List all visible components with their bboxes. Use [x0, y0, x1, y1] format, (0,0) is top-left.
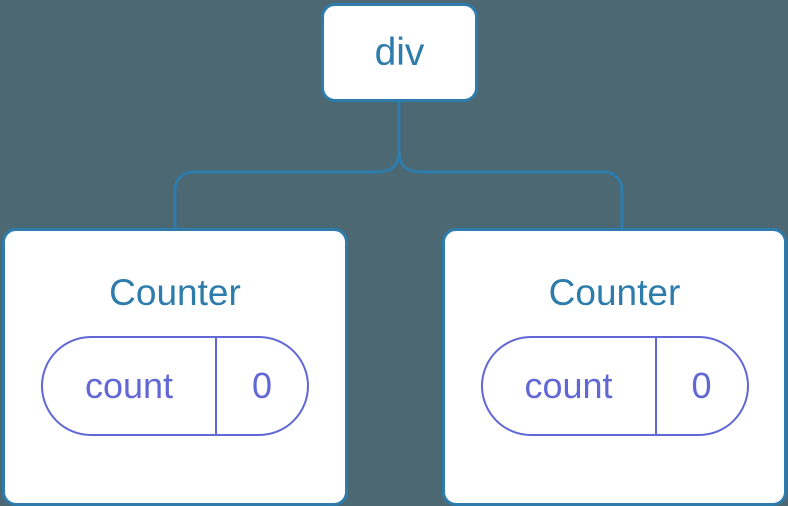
- diagram-canvas: div Counter count 0 Counter count 0: [2, 3, 787, 506]
- node-counter-left-label: Counter: [109, 272, 241, 313]
- node-counter-right[interactable]: Counter count 0: [442, 228, 787, 506]
- state-key-right: count: [483, 338, 657, 434]
- state-pill-right[interactable]: count 0: [480, 336, 749, 436]
- state-value-right: 0: [691, 365, 712, 406]
- node-counter-left[interactable]: Counter count 0: [2, 228, 348, 506]
- state-key-left: count: [43, 338, 217, 434]
- state-pill-left[interactable]: count 0: [41, 336, 309, 436]
- node-div-label: div: [374, 31, 425, 74]
- edge-div-to-left-counter: [173, 101, 401, 231]
- node-counter-right-label: Counter: [548, 272, 681, 313]
- node-div[interactable]: div: [321, 3, 478, 102]
- edge-div-to-right-counter: [397, 101, 624, 231]
- state-value-left: 0: [251, 365, 273, 406]
